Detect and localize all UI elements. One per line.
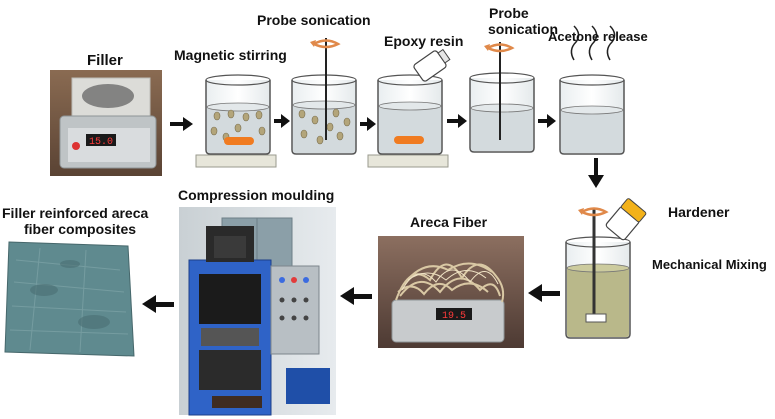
arrow-right-icon bbox=[274, 114, 290, 128]
hot-plate bbox=[195, 154, 277, 168]
scale-display bbox=[86, 134, 116, 146]
label-sonication-line2: sonication bbox=[488, 21, 559, 37]
arrow-right-icon bbox=[447, 114, 467, 128]
label-filler: Filler bbox=[87, 52, 123, 69]
arrow-right-icon bbox=[170, 117, 193, 131]
composite-sheet-photo bbox=[4, 241, 135, 357]
stir-bar-2 bbox=[394, 136, 424, 144]
beaker-acetone-release bbox=[559, 25, 625, 155]
arrow-right-icon bbox=[538, 114, 556, 128]
beaker-magnetic-stirring bbox=[195, 74, 277, 168]
label-epoxy-resin: Epoxy resin bbox=[384, 33, 464, 49]
label-areca-fiber: Areca Fiber bbox=[410, 214, 488, 230]
arrow-right-icon bbox=[360, 117, 376, 131]
arrow-left-icon bbox=[340, 287, 372, 305]
filler-photo: 15.0 bbox=[50, 70, 162, 176]
label-mechanical-mixing: Mechanical Mixing bbox=[652, 257, 767, 272]
label-probe-line1: Probe bbox=[489, 5, 529, 21]
label-composites-line2: fiber composites bbox=[24, 221, 137, 237]
arrow-left-icon bbox=[528, 284, 560, 302]
label-probe-sonication: Probe sonication bbox=[257, 12, 371, 28]
filler-scale-readout: 15.0 bbox=[89, 137, 113, 148]
beaker-probe-sonication bbox=[291, 38, 357, 155]
areca-scale-readout: 19.5 bbox=[442, 311, 466, 322]
rotation-icon-3 bbox=[581, 207, 609, 217]
label-compression-moulding: Compression moulding bbox=[178, 187, 335, 203]
hot-plate-2 bbox=[367, 154, 449, 168]
mixing-paddle bbox=[585, 313, 607, 323]
resin-bottle-icon bbox=[413, 48, 451, 82]
arrow-left-icon bbox=[142, 295, 174, 313]
vapour-lines-icon bbox=[570, 25, 616, 61]
rotation-icon bbox=[313, 39, 341, 49]
compression-moulding-photo bbox=[179, 207, 336, 416]
beaker-mechanical-mixing bbox=[565, 198, 647, 339]
beaker-probe-sonication-2 bbox=[469, 42, 535, 153]
label-composites-line1: Filler reinforced areca bbox=[2, 205, 149, 221]
scale-logo-icon bbox=[72, 142, 80, 150]
hardener-bottle-icon bbox=[605, 198, 647, 241]
arrow-down-icon bbox=[588, 158, 604, 188]
areca-fiber-photo: 19.5 bbox=[378, 236, 524, 348]
label-magnetic-stirring: Magnetic stirring bbox=[174, 47, 287, 63]
label-hardener: Hardener bbox=[668, 204, 730, 220]
beaker-epoxy-resin bbox=[367, 48, 451, 168]
label-acetone-release: Acetone release bbox=[548, 29, 648, 44]
stir-bar bbox=[224, 137, 254, 145]
flow-arrows bbox=[142, 114, 604, 313]
rotation-icon-2 bbox=[487, 43, 515, 53]
